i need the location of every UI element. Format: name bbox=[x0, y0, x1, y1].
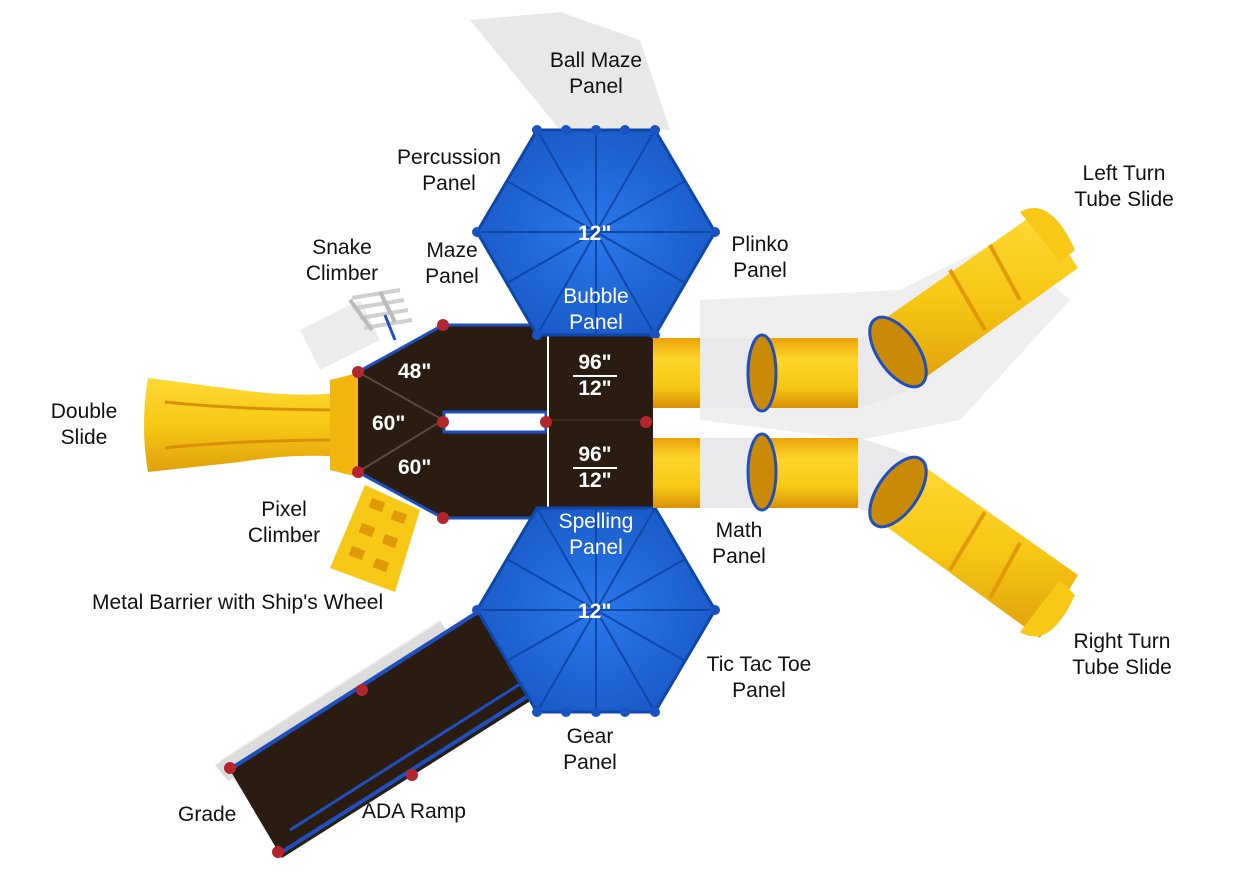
label-metal-barrier: Metal Barrier with Ship's Wheel bbox=[92, 591, 384, 614]
dim-deck-96-bottom: 96" 12" bbox=[573, 444, 617, 492]
label-line: Panel bbox=[569, 311, 623, 334]
dim-roof-top: 12" bbox=[578, 222, 612, 245]
pixel-climber bbox=[330, 485, 420, 592]
label-gear-panel: Gear Panel bbox=[552, 724, 628, 776]
dim-96-bottom-num: 96" bbox=[573, 444, 617, 469]
label-line: Right Turn bbox=[1073, 630, 1171, 653]
label-line: Plinko bbox=[731, 233, 789, 256]
double-slide-hood bbox=[330, 372, 362, 478]
ada-ramp bbox=[215, 610, 532, 858]
deck bbox=[352, 319, 653, 524]
label-line: Gear bbox=[566, 725, 614, 748]
ramp-post bbox=[356, 684, 368, 696]
shadow-top-roof bbox=[470, 12, 670, 130]
ada-ramp-deck bbox=[230, 612, 532, 858]
label-line: Panel bbox=[712, 545, 766, 568]
label-ada-ramp: ADA Ramp bbox=[362, 800, 466, 823]
label-line: Panel bbox=[569, 536, 623, 559]
dim-96-bottom-den: 12" bbox=[578, 469, 612, 492]
ada-ramp-rail-top bbox=[230, 610, 480, 770]
label-grade: Grade bbox=[178, 803, 237, 826]
dim-roof-bottom: 12" bbox=[578, 600, 612, 623]
ramp-post bbox=[224, 762, 236, 774]
label-line: Panel bbox=[733, 259, 787, 282]
ada-ramp-rail-mid bbox=[289, 682, 521, 832]
label-percussion-panel: Percussion Panel bbox=[384, 145, 514, 197]
label-line: Tube Slide bbox=[1072, 656, 1172, 679]
double-slide bbox=[144, 372, 362, 478]
bottom-roof bbox=[472, 506, 720, 717]
label-line: Climber bbox=[247, 524, 321, 547]
double-slide-body bbox=[144, 378, 352, 472]
label-line: Left Turn bbox=[1082, 162, 1166, 185]
label-line: Percussion bbox=[397, 146, 501, 169]
ramp-post bbox=[272, 846, 284, 858]
deck-gap bbox=[442, 410, 548, 434]
label-line: Panel bbox=[563, 751, 617, 774]
label-line: Bubble bbox=[563, 285, 629, 308]
left-turn-tube-slide bbox=[653, 207, 1078, 413]
label-tic-tac-toe-panel: Tic Tac Toe Panel bbox=[690, 652, 828, 704]
label-pixel-climber: Pixel Climber bbox=[234, 497, 334, 549]
label-line: Tic Tac Toe bbox=[706, 653, 812, 676]
snake-climber bbox=[348, 288, 413, 341]
label-line: Tube Slide bbox=[1074, 188, 1174, 211]
label-bubble-panel: Bubble Panel bbox=[550, 284, 642, 336]
label-line: Panel bbox=[732, 679, 786, 702]
label-line: Snake bbox=[312, 236, 372, 259]
label-ball-maze-panel: Ball Maze Panel bbox=[536, 48, 656, 100]
right-turn-tube-slide bbox=[653, 432, 1078, 638]
label-double-slide: Double Slide bbox=[36, 399, 132, 451]
label-line: Math bbox=[715, 519, 763, 542]
label-spelling-panel: Spelling Panel bbox=[546, 509, 646, 561]
deck-posts bbox=[352, 319, 652, 524]
label-line: Panel bbox=[569, 75, 623, 98]
label-line: Spelling bbox=[558, 510, 634, 533]
label-snake-climber: Snake Climber bbox=[292, 235, 392, 287]
ada-ramp-rail-bottom bbox=[280, 694, 530, 854]
top-roof bbox=[472, 125, 720, 340]
label-math-panel: Math Panel bbox=[700, 518, 778, 570]
label-line: Panel bbox=[422, 172, 476, 195]
dim-96-top-num: 96" bbox=[573, 352, 617, 377]
dim-deck-96-top: 96" 12" bbox=[573, 352, 617, 400]
label-right-turn-tube-slide: Right Turn Tube Slide bbox=[1058, 629, 1186, 681]
label-line: Slide bbox=[60, 426, 108, 449]
dim-96-top-den: 12" bbox=[578, 377, 612, 400]
dim-deck-60b: 60" bbox=[398, 456, 432, 479]
label-maze-panel: Maze Panel bbox=[414, 238, 490, 290]
ramp-post bbox=[406, 769, 418, 781]
label-line: Pixel bbox=[261, 498, 307, 521]
dim-deck-60a: 60" bbox=[372, 412, 406, 435]
label-plinko-panel: Plinko Panel bbox=[718, 232, 802, 284]
label-left-turn-tube-slide: Left Turn Tube Slide bbox=[1062, 161, 1186, 213]
label-line: Double bbox=[50, 400, 118, 423]
label-line: Panel bbox=[425, 265, 479, 288]
dim-deck-48: 48" bbox=[398, 360, 432, 383]
label-line: Ball Maze bbox=[549, 49, 643, 72]
shadow-left bbox=[300, 300, 380, 370]
label-line: Climber bbox=[305, 262, 379, 285]
label-line: Maze bbox=[426, 239, 478, 262]
